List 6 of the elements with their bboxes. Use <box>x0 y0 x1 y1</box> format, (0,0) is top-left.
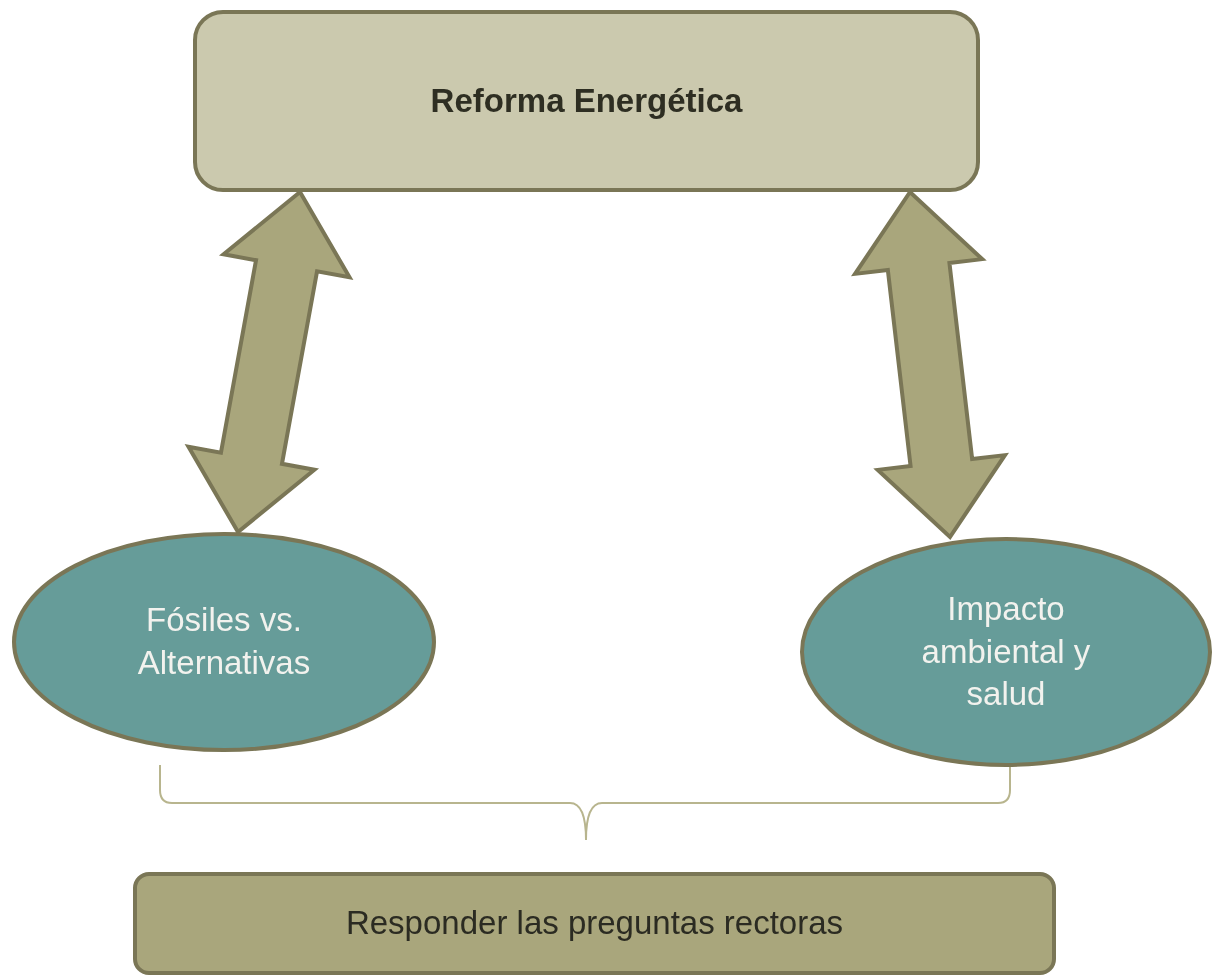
node-label: Impacto ambiental y salud <box>920 588 1092 715</box>
title-box <box>193 10 980 192</box>
node-label: Reforma Energética <box>430 80 743 121</box>
node-label: Responder las preguntas rectoras <box>345 903 844 944</box>
node-label: Fósiles vs. Alternativas <box>136 600 312 683</box>
action-box <box>133 872 1056 975</box>
